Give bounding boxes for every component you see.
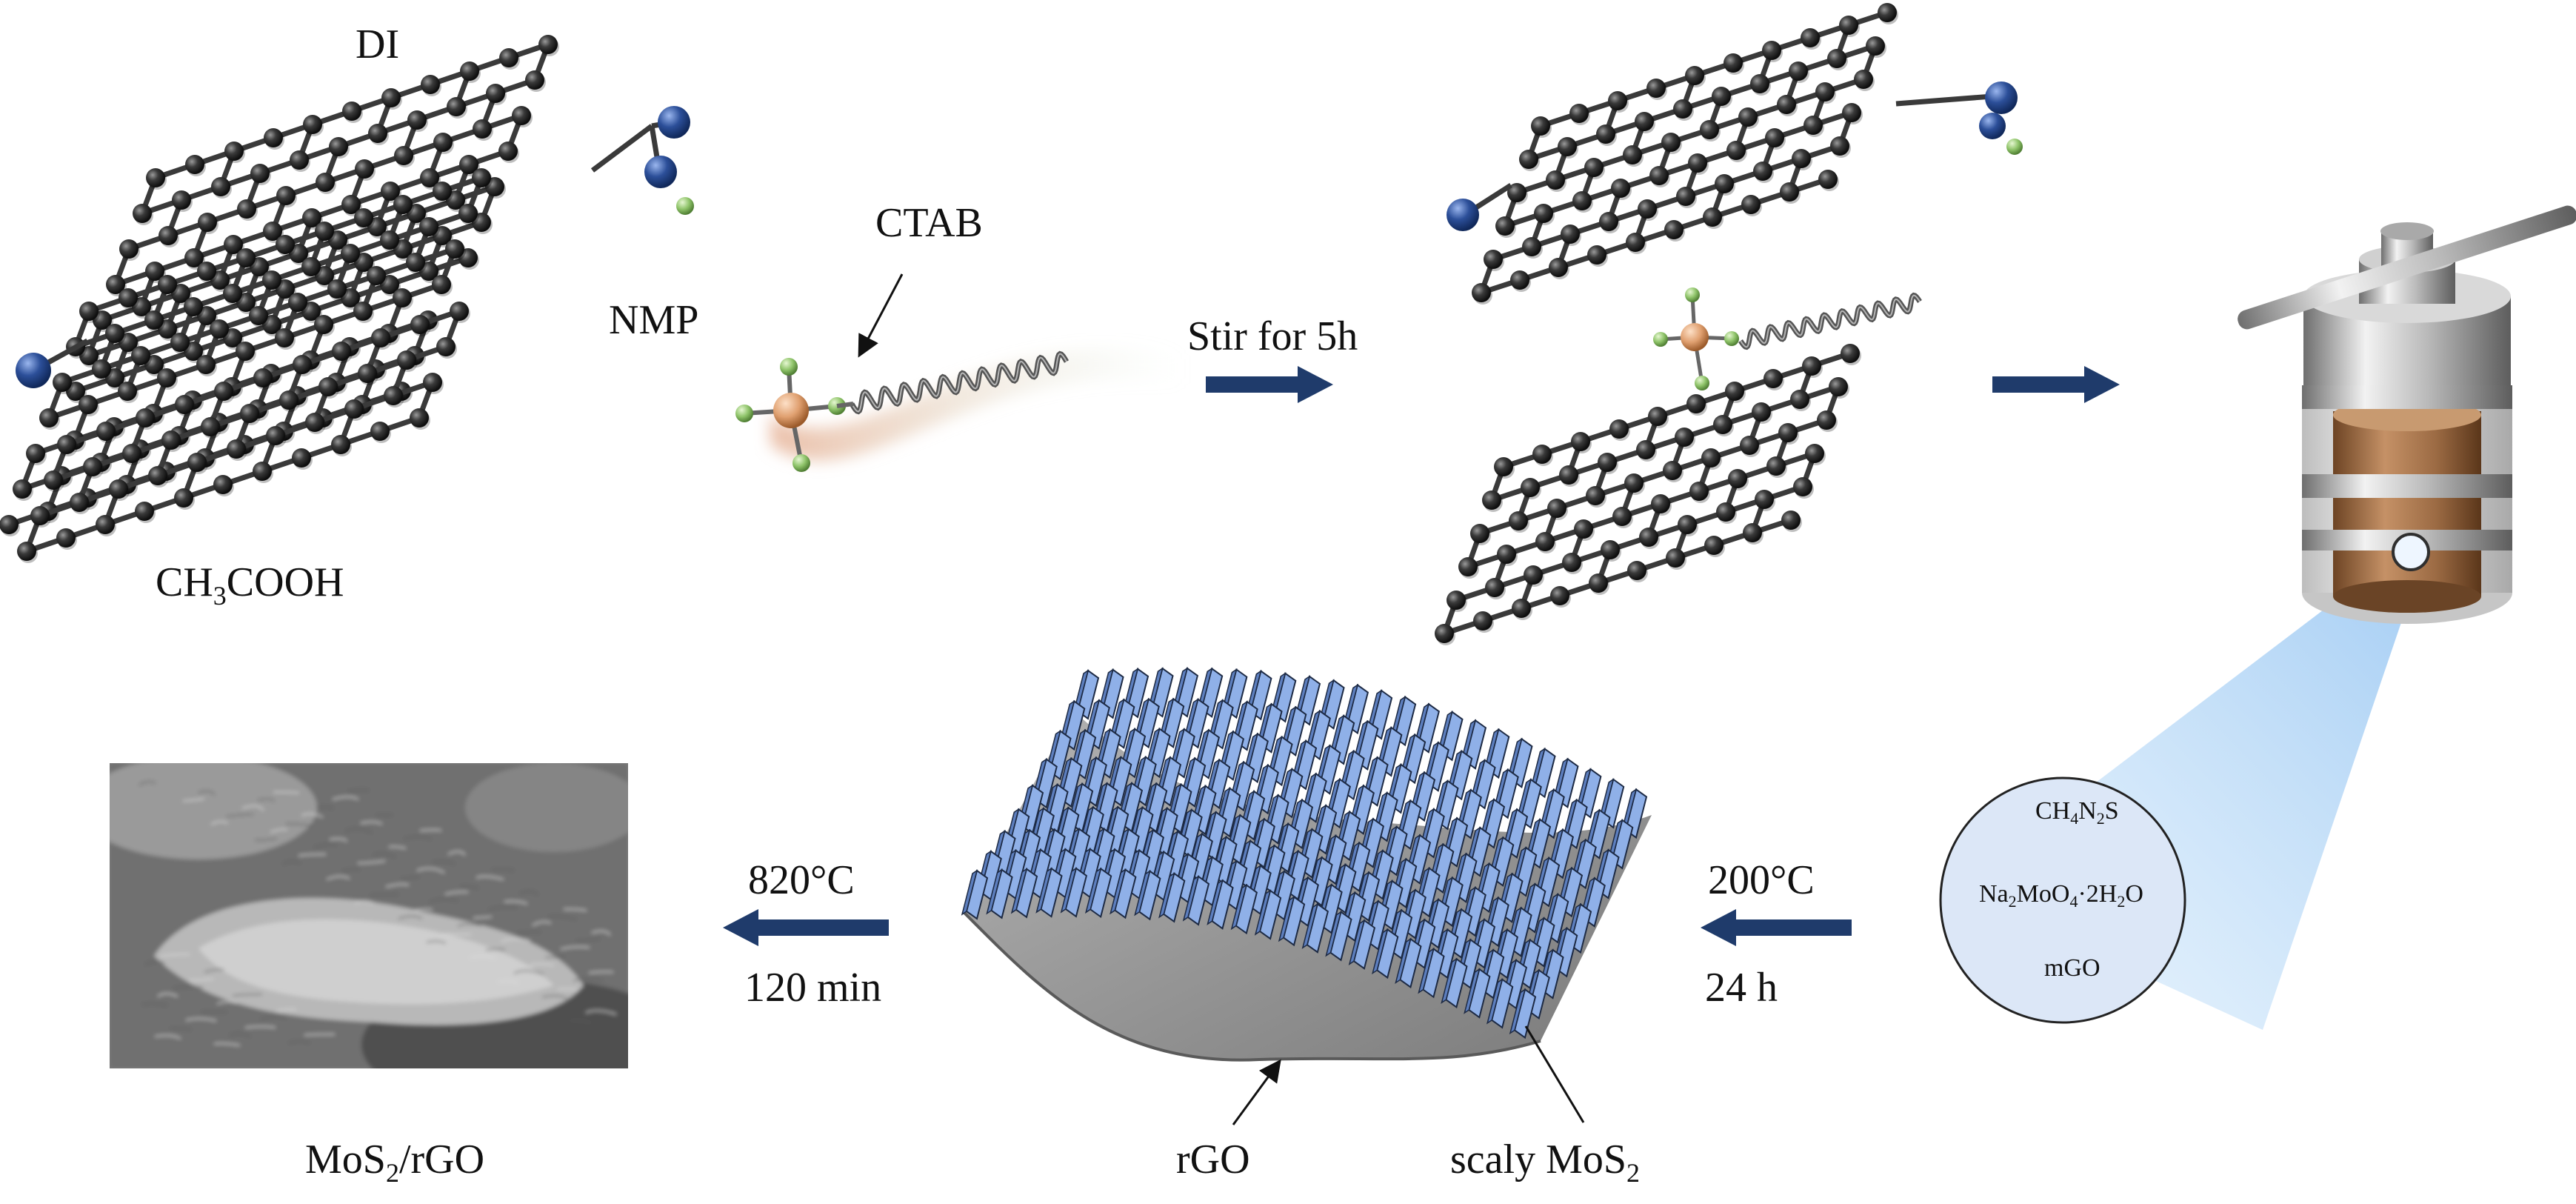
label-temp-200: 200°C [1708,857,1815,903]
label-nmp: NMP [609,297,699,343]
label-stir: Stir for 5h [1187,313,1358,359]
label-time-120: 120 min [744,965,882,1011]
arrow-right-icon [1206,366,1333,403]
reagent-molybdate: Na2MoO4·2H2O [1979,880,2143,911]
arrow-left-icon [723,909,889,946]
label-ch3cooh: CH3COOH [156,559,344,611]
graphene-stack-icon [0,35,694,563]
reagent-circle [1939,776,2186,1024]
arrow-right-icon [1992,366,2120,403]
label-time-24: 24 h [1705,965,1778,1011]
label-temp-820: 820°C [748,857,855,903]
label-scaly-mos2: scaly MoS2 [1450,1137,1640,1188]
reagent-thiourea: CH4N2S [2035,797,2119,828]
label-di: DI [356,21,400,67]
mos2-rgo-sheet-icon [961,667,1652,1062]
modified-graphene-icon [1435,3,2023,645]
label-product: MoS2/rGO [305,1137,485,1188]
sem-image-icon [110,763,628,1068]
scaly-pointer [1524,1025,1585,1123]
label-rgo: rGO [1176,1137,1250,1183]
ctab-intercalated-icon [1653,287,1922,390]
ctab-pointer [858,273,904,358]
autoclave-icon [2238,205,2576,624]
rgo-pointer [1232,1059,1281,1125]
reagent-mgo: mGO [2044,954,2100,982]
ctab-molecule-icon [735,347,1185,472]
label-ctab: CTAB [875,200,983,246]
arrow-left-icon [1701,909,1852,946]
